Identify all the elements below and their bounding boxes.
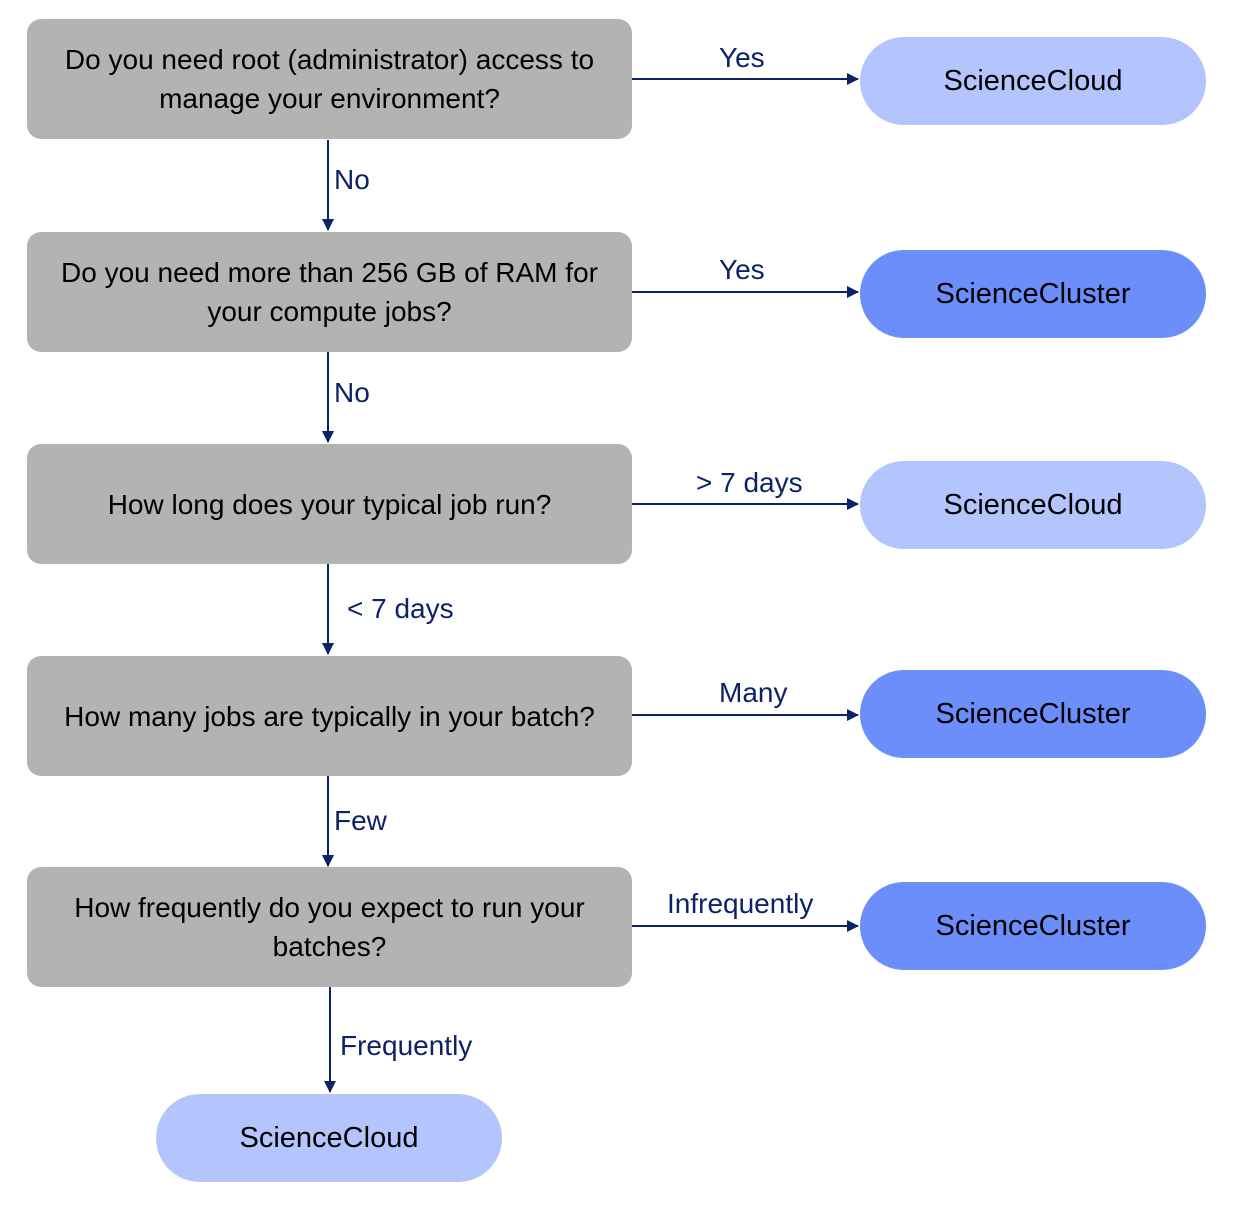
question-text: How frequently do you expect to run your… bbox=[74, 892, 585, 962]
edge-label-yes-1: Yes bbox=[719, 42, 765, 73]
question-batch-size: How many jobs are typically in your batc… bbox=[27, 656, 632, 776]
question-root-access: Do you need root (administrator) access … bbox=[27, 19, 632, 139]
edge-label-yes-2: Yes bbox=[719, 254, 765, 285]
question-job-duration: How long does your typical job run? bbox=[27, 444, 632, 564]
outcome-sciencecluster-3: ScienceCluster bbox=[860, 882, 1206, 970]
question-text: Do you need root (administrator) access … bbox=[64, 44, 595, 114]
outcome-sciencecluster-1: ScienceCluster bbox=[860, 250, 1206, 338]
edge-label-infrequently: Infrequently bbox=[667, 888, 814, 919]
question-text: How long does your typical job run? bbox=[107, 488, 552, 520]
question-text: Do you need more than 256 GB of RAM for … bbox=[61, 257, 598, 327]
edge-label-no-1: No bbox=[334, 164, 370, 195]
outcome-sciencecloud-final: ScienceCloud bbox=[156, 1094, 502, 1182]
edge-label-no-2: No bbox=[334, 377, 370, 408]
question-ram: Do you need more than 256 GB of RAM for … bbox=[27, 232, 632, 352]
outcome-sciencecluster-2: ScienceCluster bbox=[860, 670, 1206, 758]
edge-label-many: Many bbox=[719, 677, 788, 708]
edge-label-lt-7-days: < 7 days bbox=[347, 593, 454, 624]
edge-label-gt-7-days: > 7 days bbox=[696, 467, 803, 498]
outcome-sciencecloud-2: ScienceCloud bbox=[860, 461, 1206, 549]
outcome-sciencecloud-1: ScienceCloud bbox=[860, 37, 1206, 125]
edge-label-few: Few bbox=[334, 805, 387, 836]
question-text: How many jobs are typically in your batc… bbox=[64, 700, 595, 732]
edge-label-frequently: Frequently bbox=[340, 1030, 473, 1061]
question-batch-frequency: How frequently do you expect to run your… bbox=[27, 867, 632, 987]
